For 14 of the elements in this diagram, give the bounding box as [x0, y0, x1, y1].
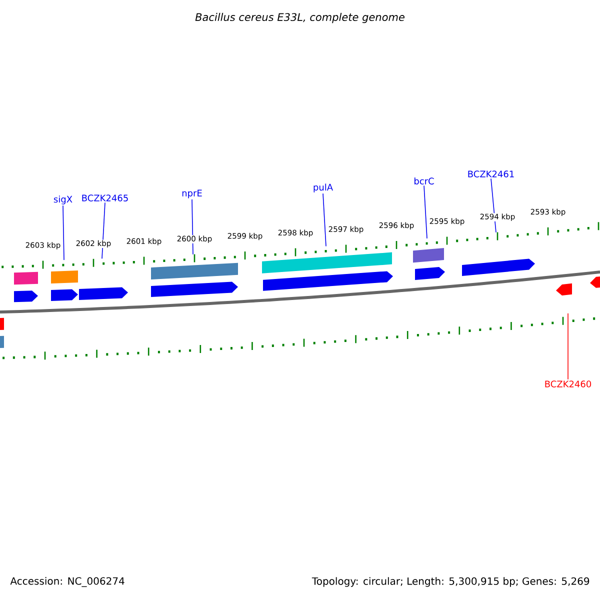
title: Bacillus cereus E33L, complete genome: [195, 12, 404, 24]
leader-line: [62, 205, 64, 260]
genome-info-text: Topology: circular; Length: 5,300,915 bp; Genes: 5,269: [312, 577, 590, 587]
accession-text: Accession: NC_006274: [10, 577, 124, 587]
gene-label: BCZK2460: [545, 380, 592, 388]
gene-label: BCZK2461: [468, 170, 514, 178]
gene-label: bcrC: [414, 178, 434, 184]
leader-line: [102, 202, 106, 259]
gene-label: sigX: [54, 196, 72, 204]
leader-line: [424, 185, 428, 239]
gene-label: nprE: [182, 190, 202, 198]
gene-label: BCZK2465: [82, 194, 128, 202]
leader-line: [322, 193, 326, 247]
gene-label: pulA: [314, 184, 333, 192]
